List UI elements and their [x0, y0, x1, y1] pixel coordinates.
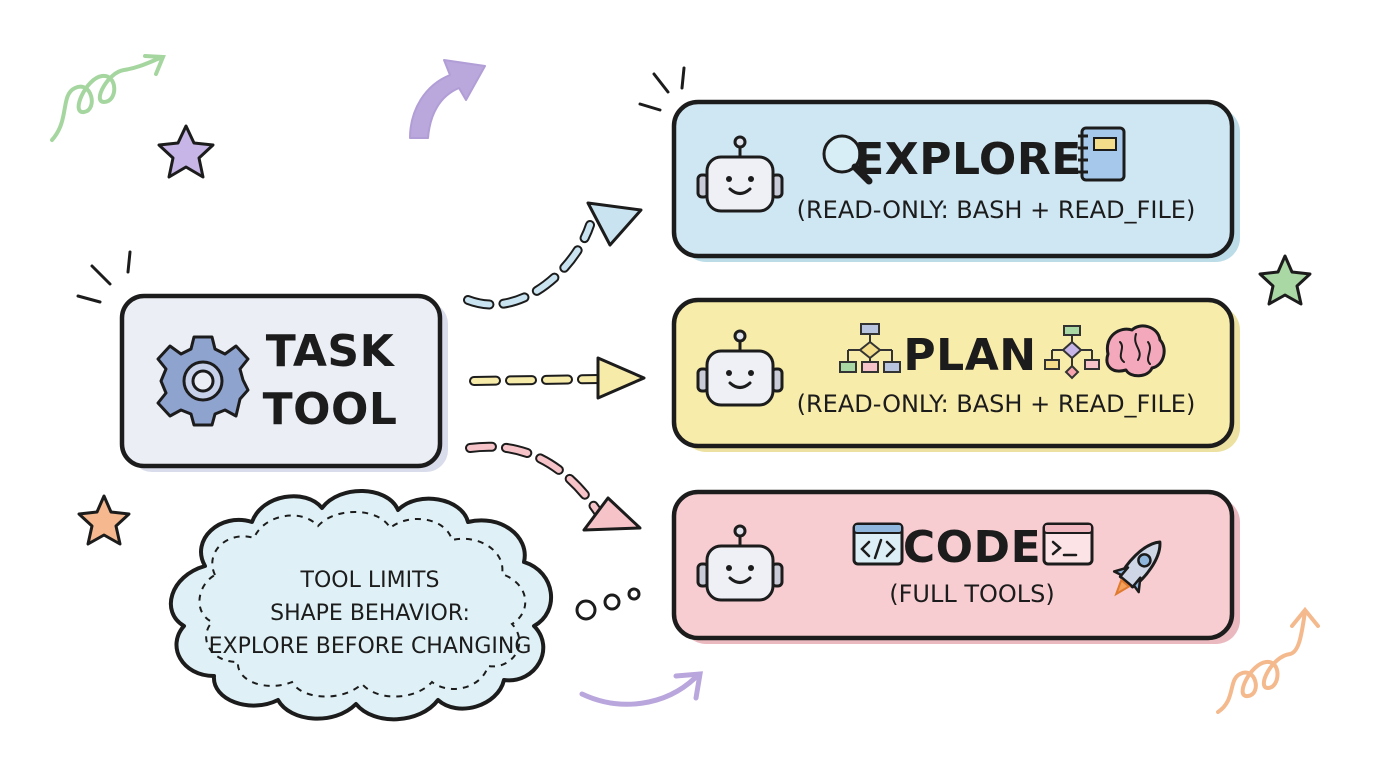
orange-curly-arrow-doodle — [1216, 606, 1320, 714]
thought-bubble-dot — [575, 599, 597, 621]
orange-star-left — [77, 494, 131, 546]
plan-agent-node: PLAN (READ-ONLY: BASH + READ_FILE) — [671, 297, 1240, 452]
arrow-to-explore — [463, 201, 643, 310]
robot-icon — [696, 135, 784, 213]
code-subtitle: (FULL TOOLS) — [889, 580, 1055, 608]
task-tool-label-line2: TOOL — [263, 384, 398, 435]
thought-cloud: TOOL LIMITS SHAPE BEHAVIOR: EXPLORE BEFO… — [168, 489, 641, 722]
thought-bubble-dot — [603, 593, 621, 611]
green-curly-arrow-doodle — [50, 54, 166, 142]
thought-line-2: SHAPE BEHAVIOR: — [270, 601, 470, 626]
robot-icon — [696, 329, 784, 407]
code-window-icon — [852, 522, 904, 566]
spark-lines-left — [76, 250, 132, 304]
gear-icon — [156, 335, 250, 427]
plan-box — [671, 297, 1235, 449]
brain-icon — [1105, 324, 1166, 378]
explore-title: EXPLORE — [854, 134, 1082, 185]
green-star-right — [1258, 254, 1312, 306]
rocket-icon — [1112, 540, 1162, 597]
terminal-window-icon — [1042, 522, 1094, 566]
purple-arrow-top-doodle — [409, 59, 486, 139]
spark-lines-top — [638, 66, 686, 112]
purple-star-top-left — [157, 124, 215, 179]
magnifier-icon — [822, 134, 873, 185]
thought-bubble-dot — [627, 587, 641, 601]
code-agent-node: CODE (FULL TOOLS) — [671, 489, 1240, 644]
code-title: CODE — [903, 522, 1041, 573]
arrow-to-code — [465, 441, 642, 532]
plan-title: PLAN — [903, 330, 1036, 381]
notebook-icon — [1078, 126, 1126, 182]
flowchart-icon — [1044, 325, 1100, 380]
explore-subtitle: (READ-ONLY: BASH + READ_FILE) — [797, 196, 1196, 224]
plan-subtitle: (READ-ONLY: BASH + READ_FILE) — [797, 390, 1196, 418]
flowchart-icon — [839, 323, 901, 373]
arrow-to-plan — [469, 356, 646, 400]
explore-agent-node: EXPLORE (READ-ONLY: BASH + READ_FILE) — [671, 99, 1240, 262]
task-tool-node: TASK TOOL — [119, 293, 448, 472]
task-tool-label-line1: TASK — [266, 326, 396, 377]
thought-line-3: EXPLORE BEFORE CHANGING — [209, 634, 532, 659]
robot-icon — [696, 524, 784, 602]
purple-arrow-bottom-doodle — [579, 671, 703, 707]
thought-line-1: TOOL LIMITS — [300, 568, 440, 593]
